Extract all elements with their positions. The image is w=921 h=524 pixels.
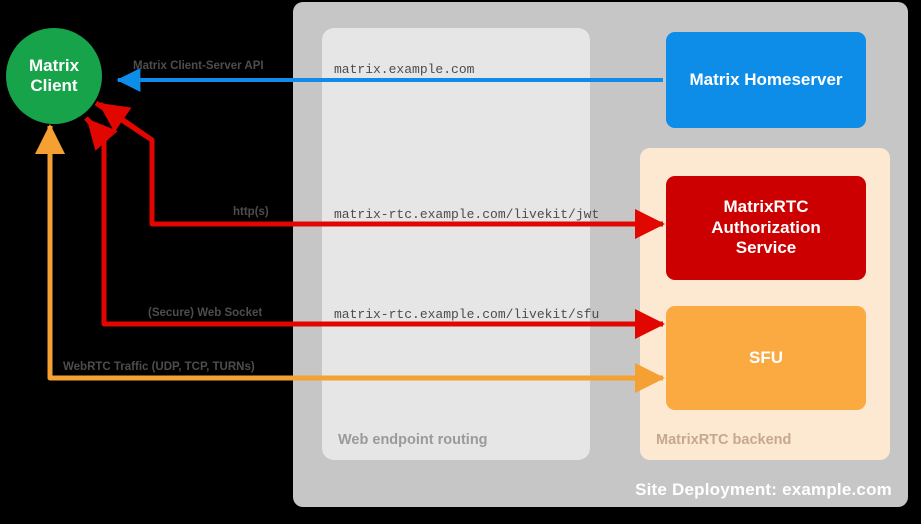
endpoint-livekit-jwt: matrix-rtc.example.com/livekit/jwt	[334, 207, 600, 222]
matrix-client-line2: Client	[30, 76, 78, 95]
auth-line1: MatrixRTC	[723, 197, 809, 217]
web-endpoint-routing-label: Web endpoint routing	[338, 432, 488, 448]
label-secure-web-socket: (Secure) Web Socket	[148, 307, 263, 319]
node-sfu[interactable]: SFU	[666, 306, 866, 410]
arrow-https-to-client-head	[98, 101, 154, 143]
label-https: http(s)	[233, 206, 269, 218]
auth-line2: Authorization	[711, 217, 821, 237]
web-endpoint-routing-panel: Web endpoint routing	[322, 28, 590, 460]
node-matrix-homeserver[interactable]: Matrix Homeserver	[666, 32, 866, 128]
label-webrtc-traffic: WebRTC Traffic (UDP, TCP, TURNs)	[63, 361, 255, 373]
auth-line3: Service	[735, 238, 797, 258]
node-matrixrtc-authorization-service[interactable]: MatrixRTC Authorization Service	[666, 176, 866, 280]
node-matrix-client[interactable]: Matrix Client	[6, 28, 102, 124]
sfu-label: SFU	[749, 347, 783, 367]
matrix-homeserver-label: Matrix Homeserver	[689, 69, 843, 89]
site-deployment-label: Site Deployment: example.com	[635, 480, 892, 499]
matrixrtc-backend-label: MatrixRTC backend	[656, 432, 792, 448]
endpoint-matrix-example-com: matrix.example.com	[334, 62, 475, 77]
arrow-websocket-to-client-head	[86, 118, 118, 151]
label-matrix-client-server-api: Matrix Client-Server API	[133, 60, 264, 72]
endpoint-livekit-sfu: matrix-rtc.example.com/livekit/sfu	[334, 307, 600, 322]
matrix-client-line1: Matrix	[28, 56, 80, 76]
